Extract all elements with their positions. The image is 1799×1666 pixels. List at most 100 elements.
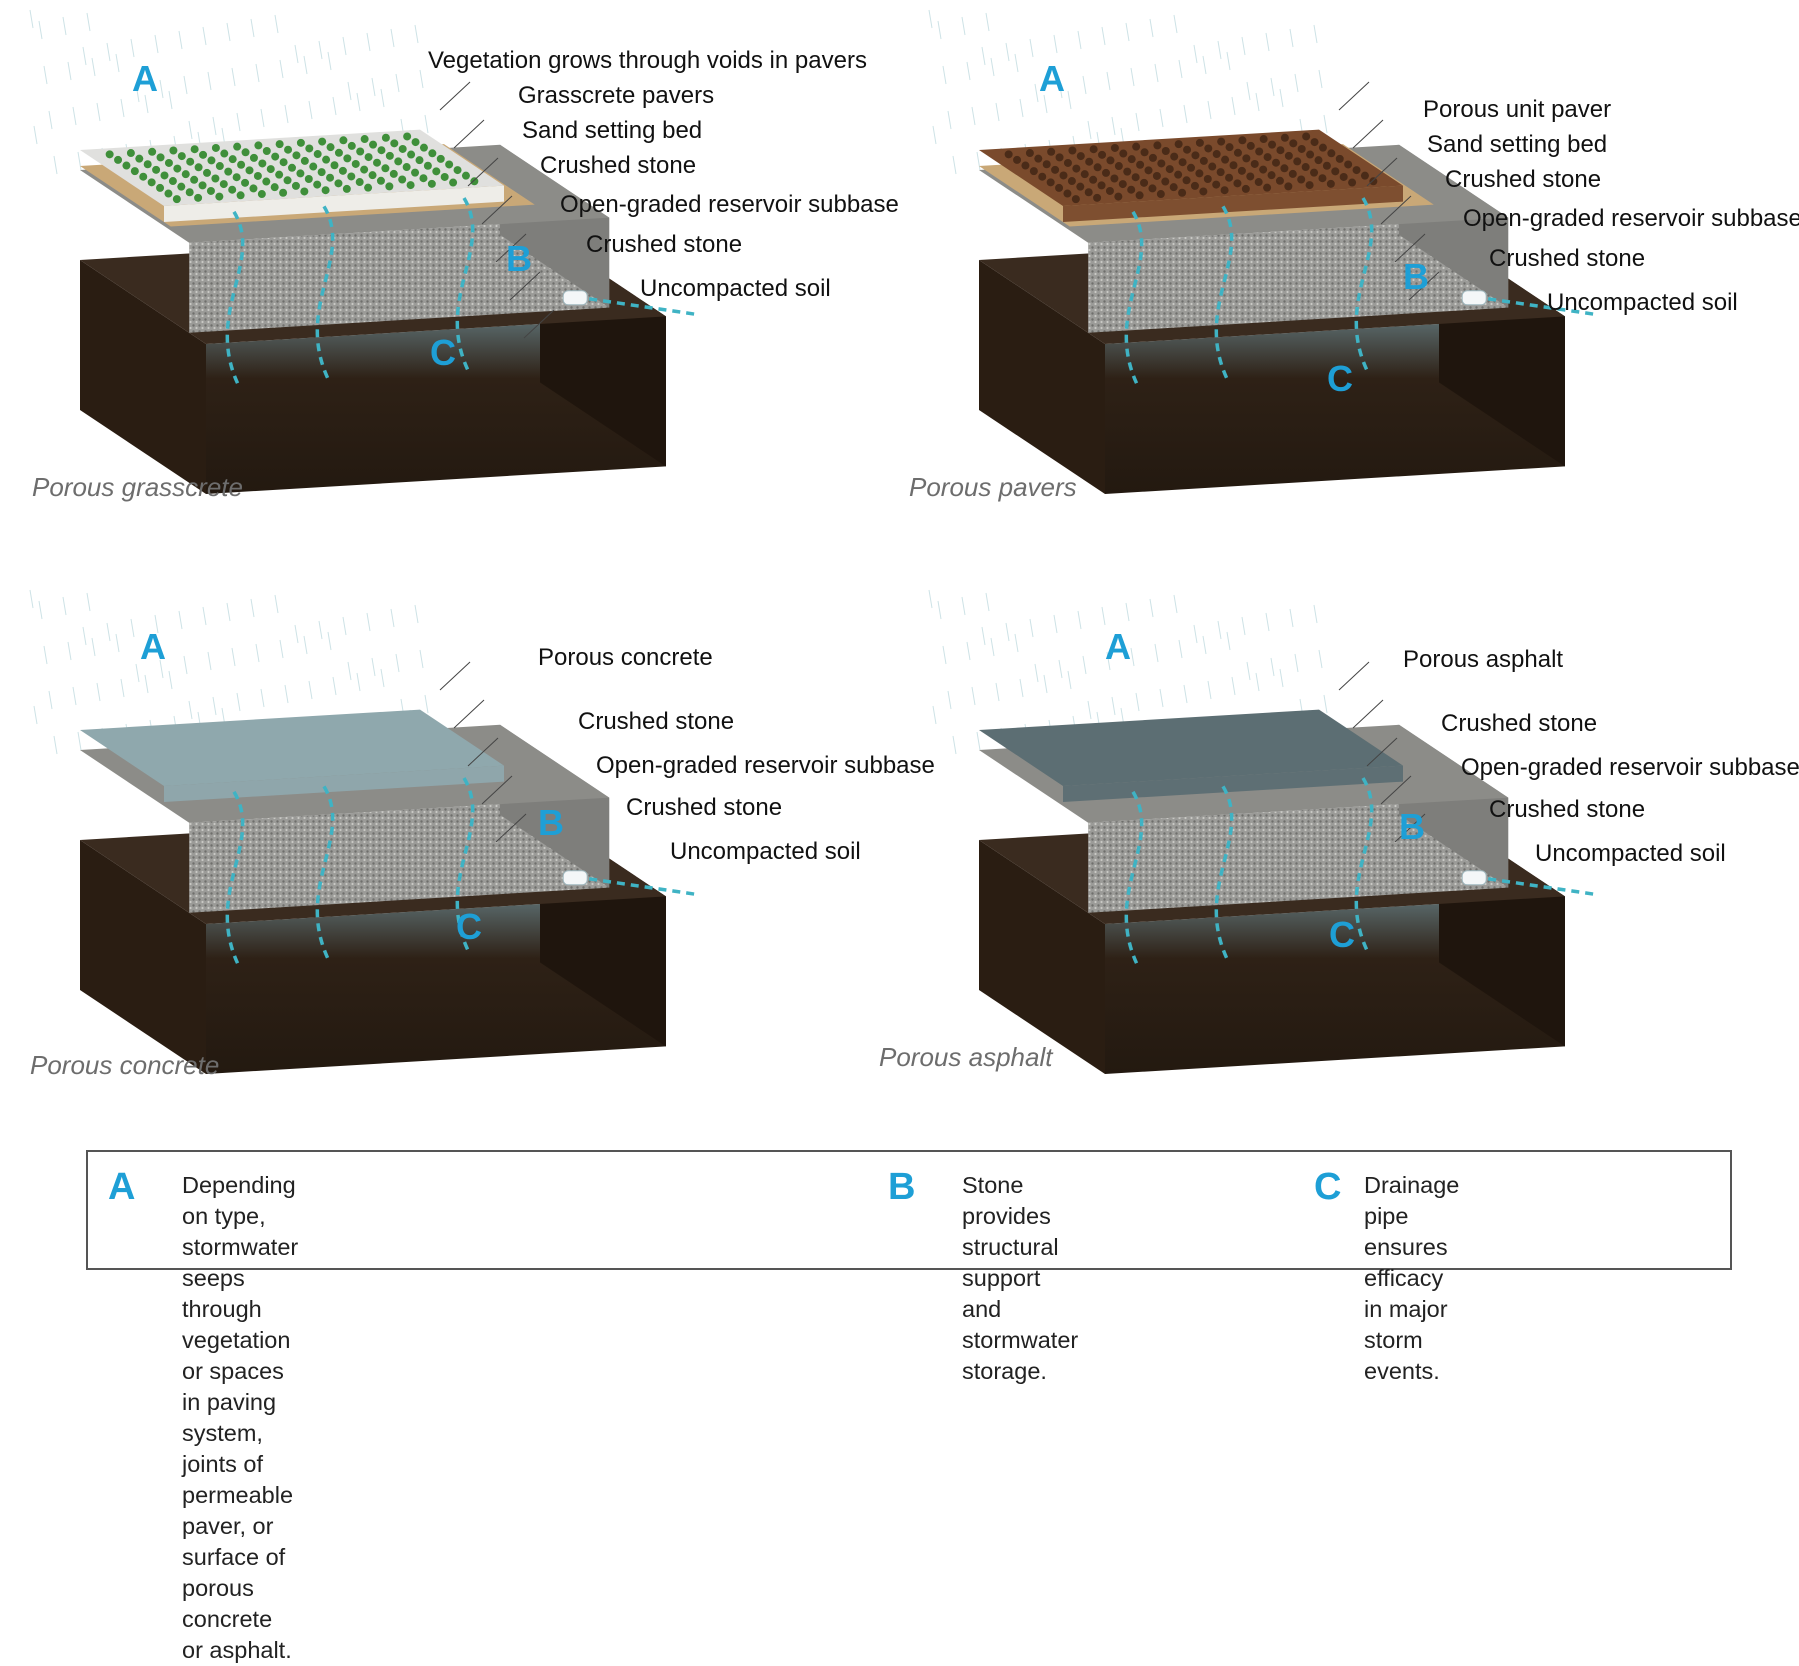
- rain-streak: [106, 622, 111, 642]
- rain-streak: [226, 22, 231, 42]
- rain-streak: [1111, 696, 1116, 716]
- rain-streak: [279, 639, 284, 659]
- surface-cell: [1199, 156, 1208, 165]
- surface-cell: [1246, 172, 1255, 181]
- surface-cell: [1131, 173, 1140, 182]
- surface-cell: [1263, 183, 1272, 192]
- surface-cell: [1212, 150, 1221, 159]
- rain-streak: [1005, 42, 1010, 62]
- surface-top-face: [80, 709, 504, 786]
- surface-cell: [1314, 156, 1323, 165]
- rain-streak: [207, 71, 212, 91]
- rain-streak: [932, 125, 937, 145]
- leader-line: [1352, 699, 1384, 729]
- rain-streak: [91, 57, 96, 77]
- surface-cell: [1280, 164, 1289, 173]
- rain-streak: [371, 77, 376, 97]
- rain-streak: [332, 676, 337, 696]
- surface-cell: [1029, 167, 1038, 176]
- leader-line: [509, 271, 541, 301]
- surface-cell: [177, 152, 186, 161]
- surface-cell: [169, 146, 178, 155]
- rain-streak: [130, 38, 135, 58]
- rain-streak: [947, 110, 952, 130]
- rain-streak: [231, 67, 236, 87]
- surface-cell: [206, 186, 215, 195]
- surface-cell: [355, 178, 364, 187]
- legend-text-c: Drainage pipe ensures efficacy in major …: [1364, 1172, 1460, 1384]
- leader-line: [453, 119, 485, 149]
- surface-cell: [1127, 185, 1136, 194]
- surface-cell: [1305, 181, 1314, 190]
- surface-cell: [283, 176, 292, 185]
- surface-cell: [1152, 171, 1161, 180]
- rain-streak: [1106, 651, 1111, 671]
- rain-streak: [1246, 661, 1251, 681]
- surface-cell: [1135, 191, 1144, 200]
- rain-streak: [154, 614, 159, 634]
- rain-streak: [115, 53, 120, 73]
- surface-cell: [1174, 170, 1183, 179]
- label-crushed-stone-lower: Crushed stone: [626, 794, 783, 821]
- surface-cell: [203, 168, 211, 177]
- rain-streak: [1183, 684, 1188, 704]
- rain-streak: [212, 696, 217, 716]
- rain-streak: [1231, 96, 1236, 116]
- panel-caption: Porous asphalt: [879, 1042, 1053, 1072]
- soil-left-face: [979, 840, 1105, 1074]
- infiltration-arrows: [225, 777, 475, 966]
- surface-cell: [1118, 180, 1127, 189]
- surface-cell: [288, 163, 296, 172]
- rain-streak: [342, 616, 347, 636]
- surface-cell: [1289, 139, 1298, 148]
- surface-cell: [156, 153, 165, 162]
- legend-letter-c: C: [1314, 1166, 1342, 1208]
- rain-streak: [96, 682, 101, 702]
- surface-cell: [291, 181, 300, 190]
- label-crushed-stone-lower: Crushed stone: [586, 231, 743, 258]
- rain-streak: [67, 61, 72, 81]
- rain-streak: [183, 75, 188, 95]
- panel-concrete: A B C Porous concrete Crushed stone Open…: [0, 580, 935, 1160]
- surface-cell: [1229, 161, 1238, 170]
- surface-cell: [177, 182, 186, 191]
- rain-streak: [1193, 44, 1198, 64]
- leader-line: [523, 309, 555, 339]
- surface-front-face: [164, 765, 504, 802]
- surface-cell: [1241, 184, 1250, 193]
- rain-streak: [115, 633, 120, 653]
- rain-streak: [947, 690, 952, 710]
- surface-cell: [1025, 149, 1034, 158]
- rain-streak: [144, 94, 149, 114]
- rain-streak: [1178, 59, 1183, 79]
- surface-cell: [360, 135, 369, 144]
- rain-streak: [1130, 67, 1135, 87]
- rain-streak: [120, 678, 125, 698]
- surface-cell: [215, 192, 224, 201]
- rain-streak: [67, 641, 72, 661]
- rain-streak: [1077, 30, 1082, 50]
- surface-cell: [156, 183, 165, 192]
- rain-streak: [168, 670, 173, 690]
- rain-streak: [284, 684, 289, 704]
- surface-cell: [220, 149, 229, 158]
- leader-line: [1380, 775, 1412, 805]
- infiltration-arrow: [1214, 785, 1234, 960]
- rain-streak: [144, 674, 149, 694]
- surface-cell: [1344, 160, 1353, 169]
- surface-cell: [1114, 162, 1123, 171]
- rain-streak: [1318, 69, 1323, 89]
- rain-streak: [1178, 639, 1183, 659]
- surface-cell: [135, 154, 144, 163]
- surface-cell: [1267, 171, 1276, 180]
- surface-cell: [172, 195, 181, 204]
- surface-cell: [1097, 181, 1106, 190]
- rain-streak: [366, 612, 371, 632]
- rain-streak: [332, 96, 337, 116]
- rain-streak: [1029, 38, 1034, 58]
- surface-cell: [1106, 156, 1115, 165]
- surface-cell: [453, 166, 462, 175]
- rain-streak: [1255, 92, 1260, 112]
- surface-cell: [1063, 189, 1072, 198]
- rain-streak: [419, 69, 424, 89]
